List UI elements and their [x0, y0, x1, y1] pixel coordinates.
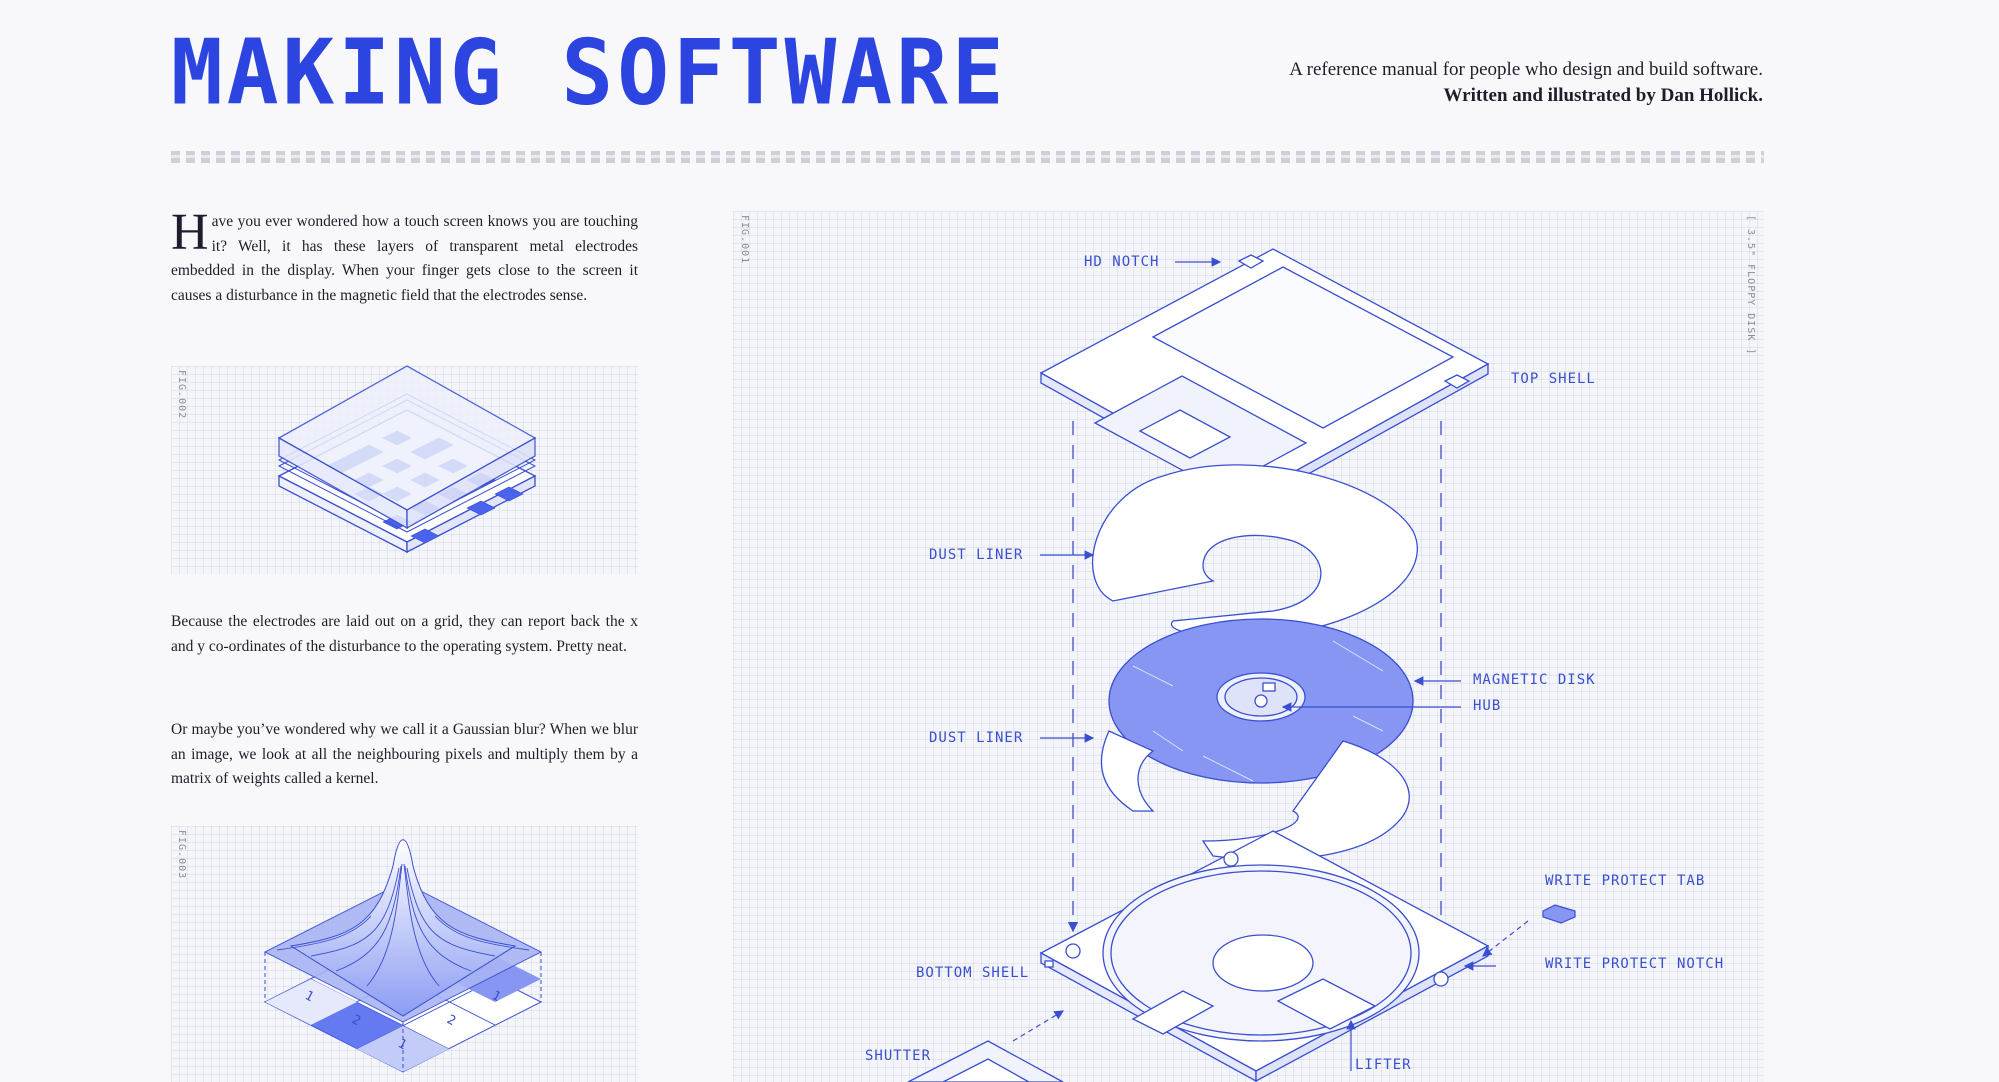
figure-caption: [ 3.5" FLOPPY DISK ]	[1745, 215, 1756, 356]
callout-write-protect-tab: WRITE PROTECT TAB	[1545, 873, 1706, 889]
drop-cap: H	[171, 204, 209, 261]
callout-hd-notch: HD NOTCH	[1084, 254, 1160, 270]
tagline: A reference manual for people who design…	[1289, 57, 1763, 109]
floppy-exploded-illustration	[907, 248, 1576, 1082]
dust-liner-top	[1091, 464, 1418, 638]
paragraph-grid: Because the electrodes are laid out on a…	[171, 613, 638, 655]
page-title: MAKING SOFTWARE	[171, 20, 1008, 126]
tagline-author: Written and illustrated by Dan Hollick.	[1443, 85, 1763, 106]
write-protect-tab	[1542, 904, 1576, 924]
header-divider	[171, 151, 1764, 163]
callout-write-protect-notch: WRITE PROTECT NOTCH	[1545, 956, 1725, 972]
top-shell	[1039, 248, 1490, 505]
figure-label: FIG.001	[739, 215, 750, 265]
magnetic-disk	[1108, 618, 1414, 784]
callout-shutter: SHUTTER	[865, 1048, 932, 1064]
gaussian-kernel-illustration: 1 2 1 2 1	[263, 839, 543, 1073]
figure-label: FIG.003	[176, 830, 187, 880]
touchscreen-layers-illustration	[277, 365, 537, 554]
callout-lifter: LIFTER	[1355, 1057, 1412, 1073]
figure-floppy-disk: FIG.001 [ 3.5" FLOPPY DISK ]	[733, 211, 1764, 1082]
callout-magnetic-disk: MAGNETIC DISK	[1473, 672, 1596, 688]
callout-dust-liner: DUST LINER	[929, 730, 1024, 746]
figure-label: FIG.002	[176, 370, 187, 420]
callout-hub: HUB	[1473, 698, 1502, 714]
callout-bottom-shell: BOTTOM SHELL	[916, 965, 1030, 981]
paragraph-touchscreen-text: ave you ever wondered how a touch screen…	[171, 213, 638, 304]
callout-top-shell: TOP SHELL	[1511, 371, 1596, 387]
tagline-description: A reference manual for people who design…	[1289, 59, 1763, 80]
figure-touchscreen: FIG.002	[171, 365, 638, 574]
shutter	[907, 1040, 1064, 1082]
figure-gaussian: FIG.003 1 2 1 2 1	[171, 826, 638, 1082]
bottom-shell	[1039, 830, 1490, 1082]
callout-dust-liner: DUST LINER	[929, 547, 1024, 563]
paragraph-gaussian: Or maybe you’ve wondered why we call it …	[171, 721, 638, 787]
